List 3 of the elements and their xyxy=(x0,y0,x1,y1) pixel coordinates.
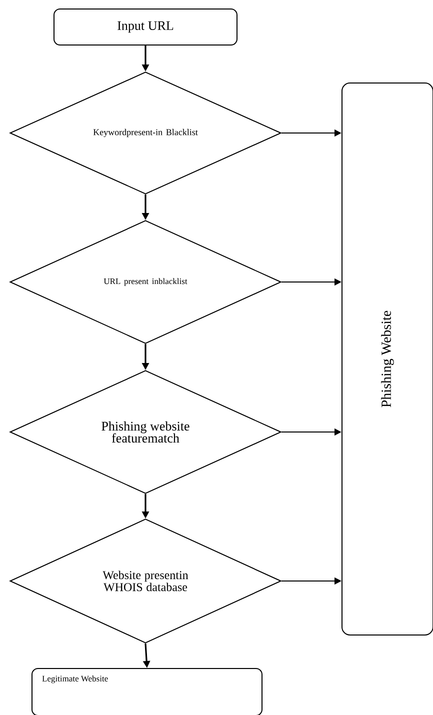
result-box: Legitimate Website xyxy=(32,668,262,715)
result-box: Phishing Website xyxy=(342,82,433,636)
process-box: Input URL xyxy=(54,8,238,46)
